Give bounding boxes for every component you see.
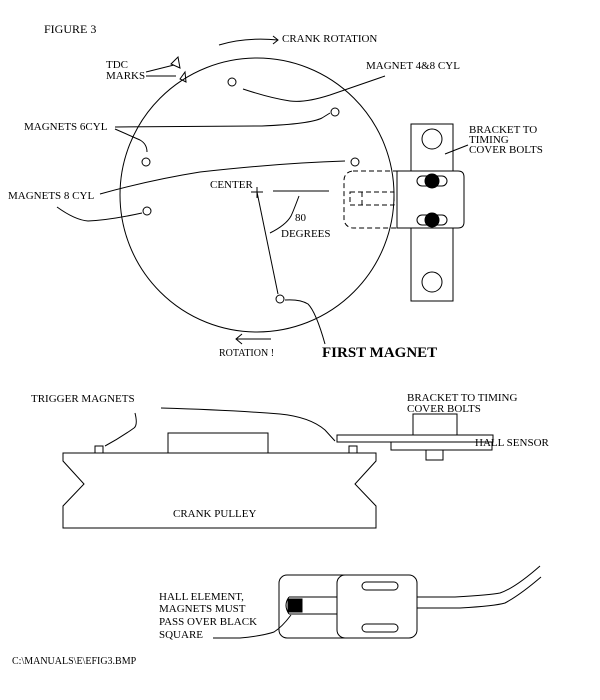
angle-leader <box>269 195 300 234</box>
hall-element-label-line4: SQUARE <box>159 629 203 641</box>
bracket-plate-side <box>336 434 494 443</box>
magnets-8cyl-leader-left <box>56 206 143 222</box>
hall-element-label-line1: HALL ELEMENT, <box>159 591 244 603</box>
sensor-cable-top <box>417 565 541 598</box>
bracket-label-line3: COVER BOLTS <box>469 144 543 156</box>
crank-rotation-arrow <box>218 38 279 46</box>
crank-rotation-arrowhead-icon <box>272 35 279 45</box>
side-view-guide-line <box>160 407 336 442</box>
crank-pulley-label: CRANK PULLEY <box>173 508 256 520</box>
magnet-6cyl-upper <box>330 107 340 117</box>
first-magnet-label: FIRST MAGNET <box>322 345 437 361</box>
figure-title: FIGURE 3 <box>44 22 96 36</box>
trigger-magnet-left <box>94 445 104 454</box>
tdc-mark-2-icon <box>179 70 187 83</box>
magnet-6cyl-left <box>141 157 151 167</box>
tdc-mark-1-icon <box>170 55 181 69</box>
magnets-8cyl-label: MAGNETS 8 CYL <box>8 190 94 202</box>
angle-unit: DEGREES <box>281 228 331 240</box>
rotation-arrowhead-icon <box>235 333 243 345</box>
tdc-leader-1 <box>145 64 175 73</box>
magnets-6cyl-leader-left <box>114 128 148 153</box>
magnet-4-8-leader <box>242 75 386 102</box>
magnet-4-8-cyl <box>227 77 237 87</box>
sensor-cable-bottom <box>417 576 542 609</box>
hall-element-leader <box>213 614 292 639</box>
pulley-hub <box>167 432 269 454</box>
hall-element-label-line2: MAGNETS MUST <box>159 603 246 615</box>
side-bracket-label-line1: BRACKET TO TIMING <box>407 392 517 404</box>
hall-sensor-tip-side <box>425 449 444 461</box>
marks-label: MARKS <box>106 70 145 82</box>
tdc-label: TDC <box>106 59 128 71</box>
magnets-6cyl-label: MAGNETS 6CYL <box>24 121 108 133</box>
first-magnet <box>275 294 285 304</box>
trigger-magnets-label: TRIGGER MAGNETS <box>31 393 135 405</box>
magnet-4-8-label: MAGNET 4&8 CYL <box>366 60 460 72</box>
hall-sensor-label: HALL SENSOR <box>475 437 550 449</box>
hall-element-probe <box>285 596 337 615</box>
hall-element-black-square <box>287 598 303 613</box>
bracket-label-line1: BRACKET TO <box>469 124 537 136</box>
side-bracket-label-line2: COVER BOLTS <box>407 403 481 415</box>
first-magnet-leader <box>284 299 326 345</box>
hidden-hall-element-outline <box>349 191 395 206</box>
bracket-bolt-hole-top <box>421 128 443 150</box>
mount-slot-bottom <box>361 623 399 633</box>
bracket-label-line2: TIMING <box>469 134 509 146</box>
angle-value: 80 <box>295 212 307 224</box>
crank-pulley-side <box>62 452 377 529</box>
magnet-8cyl-right <box>350 157 360 167</box>
sensor-mount-plate <box>396 170 465 229</box>
crank-rotation-label: CRANK ROTATION <box>282 33 377 45</box>
bracket-bolt-hole-bottom <box>421 271 443 293</box>
magnet-8cyl-left <box>142 206 152 216</box>
rotation-label: ROTATION ! <box>219 348 274 359</box>
hall-element-label-line3: PASS OVER BLACK <box>159 616 257 628</box>
bracket-leader <box>444 144 469 155</box>
center-label: CENTER <box>210 179 253 191</box>
magnets-6cyl-leader-right <box>114 112 331 128</box>
magnets-8cyl-leader-right <box>99 160 346 195</box>
hidden-sensor-outline <box>343 170 407 229</box>
file-path-label: C:\MANUALS\E\EFIG3.BMP <box>12 656 137 667</box>
trigger-magnets-leader <box>104 412 137 447</box>
bracket-block-side <box>412 413 458 436</box>
bolt-bottom-icon <box>424 212 440 228</box>
trigger-magnet-right <box>348 445 358 454</box>
mount-slot-top <box>361 581 399 591</box>
bolt-top-icon <box>424 173 440 189</box>
sensor-mount-tab <box>336 574 418 639</box>
radius-line-first-magnet <box>256 191 279 295</box>
crank-pulley-circle <box>119 57 395 333</box>
